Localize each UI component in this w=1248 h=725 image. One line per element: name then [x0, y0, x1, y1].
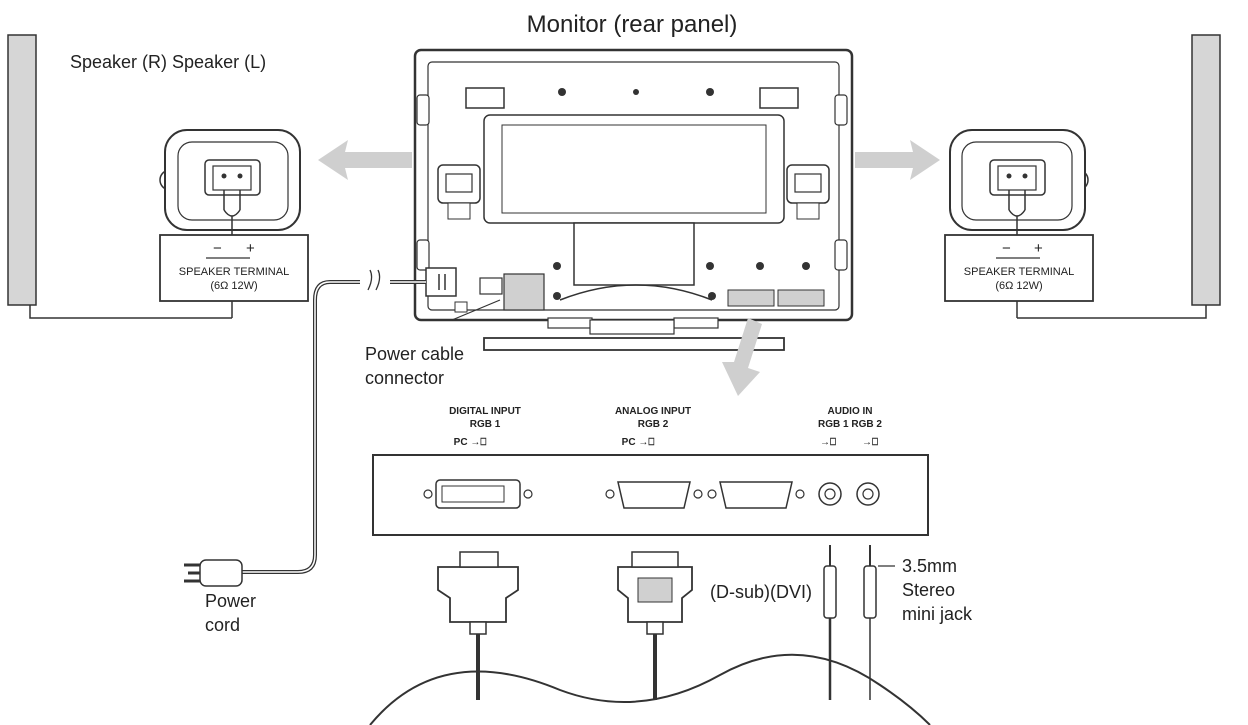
terminal-rating-left: (6Ω 12W)	[210, 280, 257, 292]
digital-input-label: DIGITAL INPUT	[449, 406, 521, 417]
dvi-plug-icon	[437, 551, 519, 700]
speaker-left-icon	[7, 34, 37, 306]
audio-in-label: AUDIO IN	[828, 406, 873, 417]
mini-jack-2-icon	[863, 545, 877, 700]
audio-rgb1-symbol: →⎕	[820, 436, 836, 448]
speaker-label: Speaker (R) Speaker (L)	[70, 52, 266, 72]
digital-pc-label: PC →⎕	[454, 436, 487, 448]
input-panel	[372, 454, 929, 536]
terminal-plus-right: +	[1034, 240, 1043, 257]
dsub-port-1-icon	[605, 481, 703, 509]
terminal-name-right: SPEAKER TERMINAL	[964, 266, 1074, 278]
dvi-port-icon	[423, 479, 533, 509]
terminal-minus-left: −	[213, 240, 222, 257]
terminal-rating-right: (6Ω 12W)	[995, 280, 1042, 292]
cable-type-label: (D-sub)(DVI)	[710, 582, 812, 602]
audio-rgb2-symbol: →⎕	[862, 436, 878, 448]
speaker-terminal-left	[159, 129, 309, 318]
jack-label-1: 3.5mm	[902, 556, 957, 576]
dsub-port-2-icon	[707, 481, 805, 509]
mini-jack-1-icon	[823, 545, 837, 700]
audio-jack-rgb2-icon	[856, 482, 880, 506]
dsub-plug-icon	[617, 551, 693, 700]
terminal-name-left: SPEAKER TERMINAL	[179, 266, 289, 278]
terminal-plus-left: +	[246, 240, 255, 257]
digital-rgb-label: RGB 1	[470, 419, 501, 430]
audio-jack-rgb1-icon	[818, 482, 842, 506]
arrow-left-icon	[318, 140, 412, 180]
analog-pc-label: PC →⎕	[622, 436, 655, 448]
power-cable	[240, 267, 457, 574]
arrow-right-icon	[855, 140, 940, 180]
power-cord-label-1: Power	[205, 591, 256, 611]
audio-rgb-label: RGB 1 RGB 2	[818, 419, 882, 430]
monitor-rear-icon	[413, 48, 854, 351]
arrow-down-icon	[722, 318, 762, 396]
terminal-minus-right: −	[1002, 240, 1011, 257]
surface-line	[369, 653, 931, 725]
power-cable-connector-label-2: connector	[365, 368, 444, 388]
jack-label-2: Stereo	[902, 580, 955, 600]
speaker-terminal-right	[944, 129, 1094, 318]
analog-input-label: ANALOG INPUT	[615, 406, 691, 417]
jack-label-3: mini jack	[902, 604, 973, 624]
power-cord-label-2: cord	[205, 615, 240, 635]
speaker-right-icon	[1191, 34, 1221, 306]
power-cable-connector-label-1: Power cable	[365, 344, 464, 364]
analog-rgb-label: RGB 2	[638, 419, 669, 430]
power-plug-icon	[184, 559, 243, 587]
diagram-title: Monitor (rear panel)	[527, 11, 738, 38]
